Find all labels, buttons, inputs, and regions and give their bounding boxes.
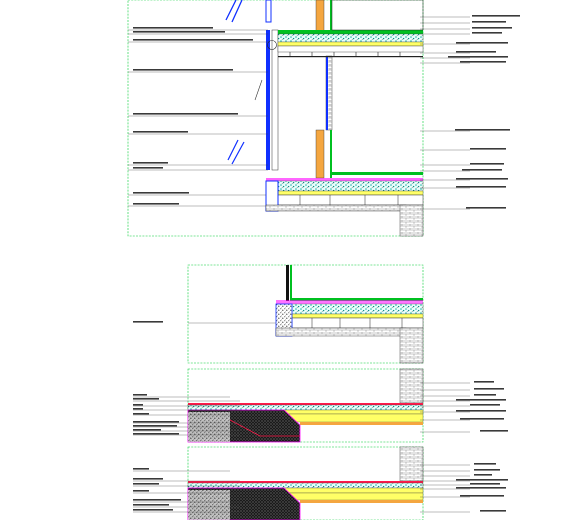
section-middle	[187, 264, 424, 364]
annotation-marks	[133, 15, 520, 512]
section-lower-b	[133, 446, 470, 520]
section-upper	[127, 0, 470, 237]
section-lower-a	[133, 368, 470, 443]
